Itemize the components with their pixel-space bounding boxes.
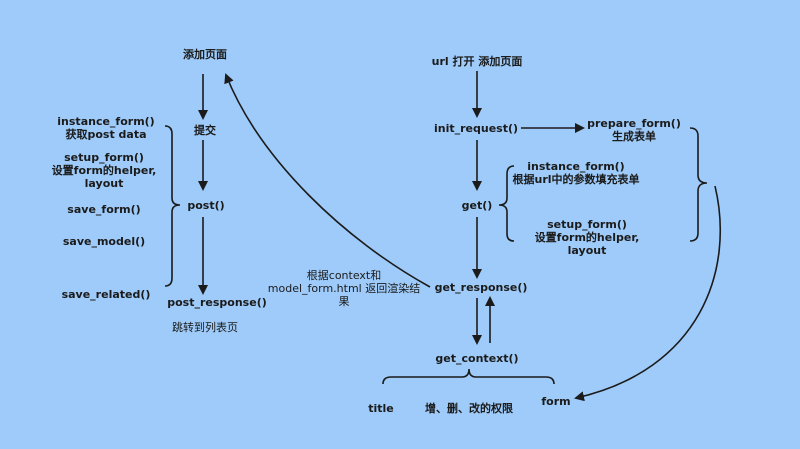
title-node: title	[368, 402, 394, 415]
redirect-label: 跳转到列表页	[172, 321, 238, 334]
add-page-node: 添加页面	[183, 48, 227, 61]
permissions-node: 增、删、改的权限	[425, 402, 513, 415]
prepare-brace	[689, 127, 708, 242]
right-setup-form: setup_form()	[547, 218, 627, 231]
form-node: form	[541, 395, 571, 408]
init-request-node: init_request()	[433, 122, 519, 135]
get-node: get()	[461, 199, 493, 212]
get-response-node: get_response()	[434, 281, 528, 294]
left-get-post-data: 获取post data	[65, 128, 147, 141]
right-setup-form-desc2: layout	[567, 244, 607, 257]
left-save-form: save_form()	[67, 203, 141, 216]
curve-to-form	[574, 185, 722, 402]
get-context-node: get_context()	[435, 352, 519, 365]
left-setup-form-desc2: layout	[84, 177, 124, 190]
render-note-line3: 果	[338, 295, 350, 308]
left-instance-form: instance_form()	[57, 115, 155, 128]
prepare-form-node: prepare_form()	[587, 117, 681, 130]
left-setup-form-desc1: 设置form的helper,	[51, 164, 157, 177]
submit-node: 提交	[194, 124, 216, 137]
curve-render-to-addpage	[224, 73, 431, 288]
left-brace	[164, 125, 181, 287]
left-save-related: save_related()	[61, 288, 151, 301]
right-instance-form-desc: 根据url中的参数填充表单	[512, 173, 640, 186]
left-save-model: save_model()	[62, 235, 146, 248]
get-brace	[498, 165, 515, 242]
post-node: post()	[187, 199, 225, 212]
url-open-node: url 打开 添加页面	[431, 55, 523, 68]
generate-form-label: 生成表单	[612, 130, 656, 143]
context-brace	[382, 368, 555, 385]
post-response-node: post_response()	[167, 296, 267, 309]
left-setup-form: setup_form()	[64, 151, 144, 164]
right-setup-form-desc1: 设置form的helper,	[534, 231, 640, 244]
right-instance-form: instance_form()	[527, 160, 625, 173]
render-note-line1: 根据context和	[306, 269, 382, 282]
render-note-line2: model_form.html 返回渲染结	[267, 282, 421, 295]
